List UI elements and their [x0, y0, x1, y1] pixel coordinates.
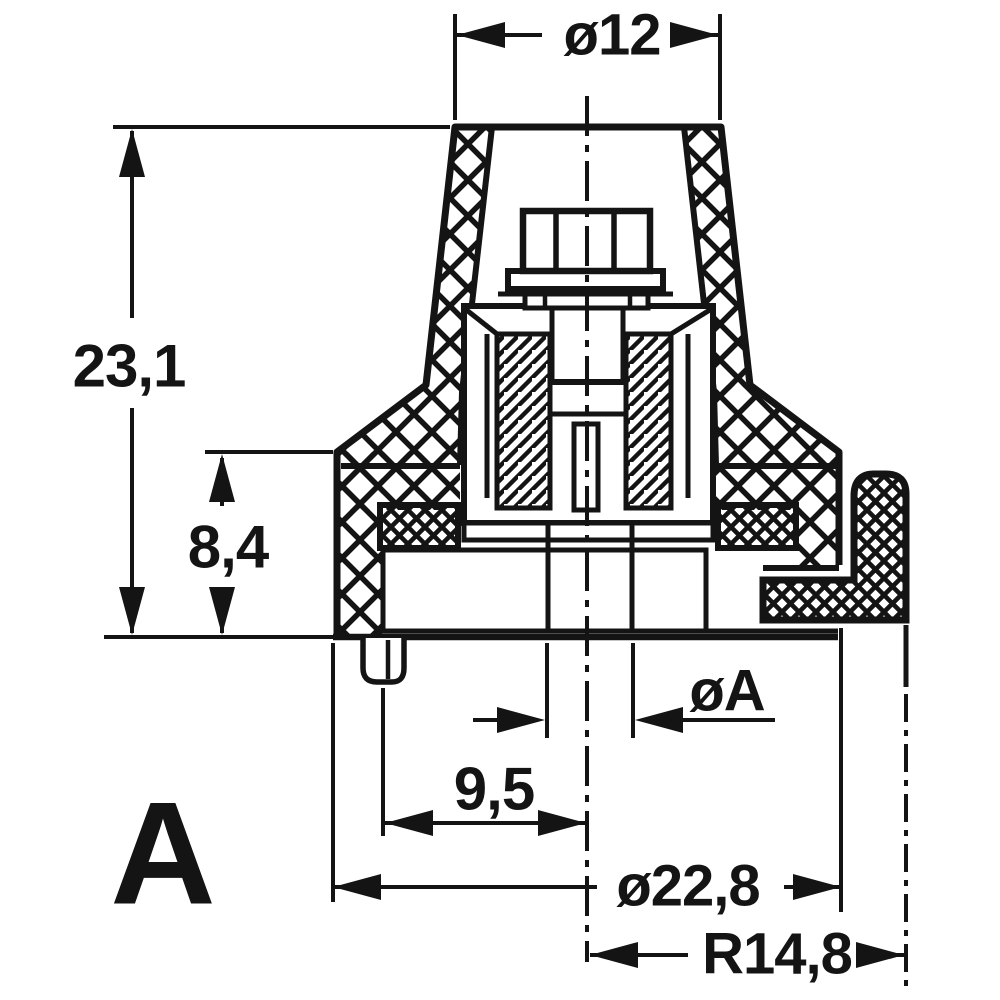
arrowhead-left: [385, 810, 433, 836]
seal-insert-right: [715, 502, 799, 551]
view-label: A: [110, 772, 215, 935]
dim-label-hole-diameter: øA: [689, 659, 764, 724]
dimension-corner-radius: R14,8: [590, 694, 908, 987]
cone-wall-left: [426, 127, 492, 392]
arrowhead-right: [793, 874, 841, 900]
dim-label-lower-height: 8,4: [188, 514, 270, 581]
mounting-hole-walls: [545, 523, 635, 629]
arrowhead-left: [590, 942, 638, 968]
dimension-body-diameter: ø22,8: [331, 628, 843, 919]
dimension-hole-diameter: øA: [473, 643, 775, 738]
cone-wall-right: [684, 127, 750, 392]
arrowhead-left: [457, 22, 505, 48]
dimension-top-diameter: ø12: [453, 3, 722, 120]
threaded-bushing-right: [623, 331, 674, 511]
dim-label-corner-radius: R14,8: [702, 922, 852, 987]
threaded-bushing-left: [494, 331, 553, 511]
arrowhead-right: [856, 942, 904, 968]
arrowhead-right: [538, 810, 586, 836]
shaft-body-sides: [549, 308, 626, 380]
interior-assembly: [360, 207, 909, 687]
extension-lines: [453, 14, 722, 120]
arrowhead-right: [670, 22, 718, 48]
cup-rim-right: [669, 305, 715, 498]
dimension-pin-to-axis: 9,5: [381, 688, 586, 836]
extension-lines: [545, 643, 635, 738]
dim-label-pin-to-axis: 9,5: [454, 756, 534, 823]
base-cavity: [380, 547, 709, 634]
dimension-total-height: 23,1: [73, 125, 450, 635]
seal-insert-left: [377, 502, 461, 551]
arrowhead-up: [209, 454, 235, 502]
dim-label-body-diameter: ø22,8: [616, 854, 759, 919]
arrowhead-inward-right: [635, 707, 683, 733]
dim-label-total-height: 23,1: [73, 333, 186, 400]
base-column-left: [337, 452, 382, 637]
mounting-bracket-right: [759, 470, 910, 624]
arrowhead-left: [333, 874, 381, 900]
solder-pin: [360, 638, 407, 685]
dimension-lower-height: 8,4: [104, 450, 333, 639]
base-column-right: [794, 452, 839, 565]
arrowhead-up: [119, 129, 145, 177]
cup-rim-left: [462, 306, 499, 498]
arrowhead-inward-left: [497, 707, 545, 733]
hex-nut-facets: [553, 211, 617, 271]
dim-label-top-diameter: ø12: [564, 3, 661, 68]
base-rim-right: [706, 625, 909, 687]
flare-right: [713, 385, 839, 468]
arrowhead-down: [119, 587, 145, 635]
flare-left: [337, 385, 463, 468]
arrowhead-down: [209, 587, 235, 635]
